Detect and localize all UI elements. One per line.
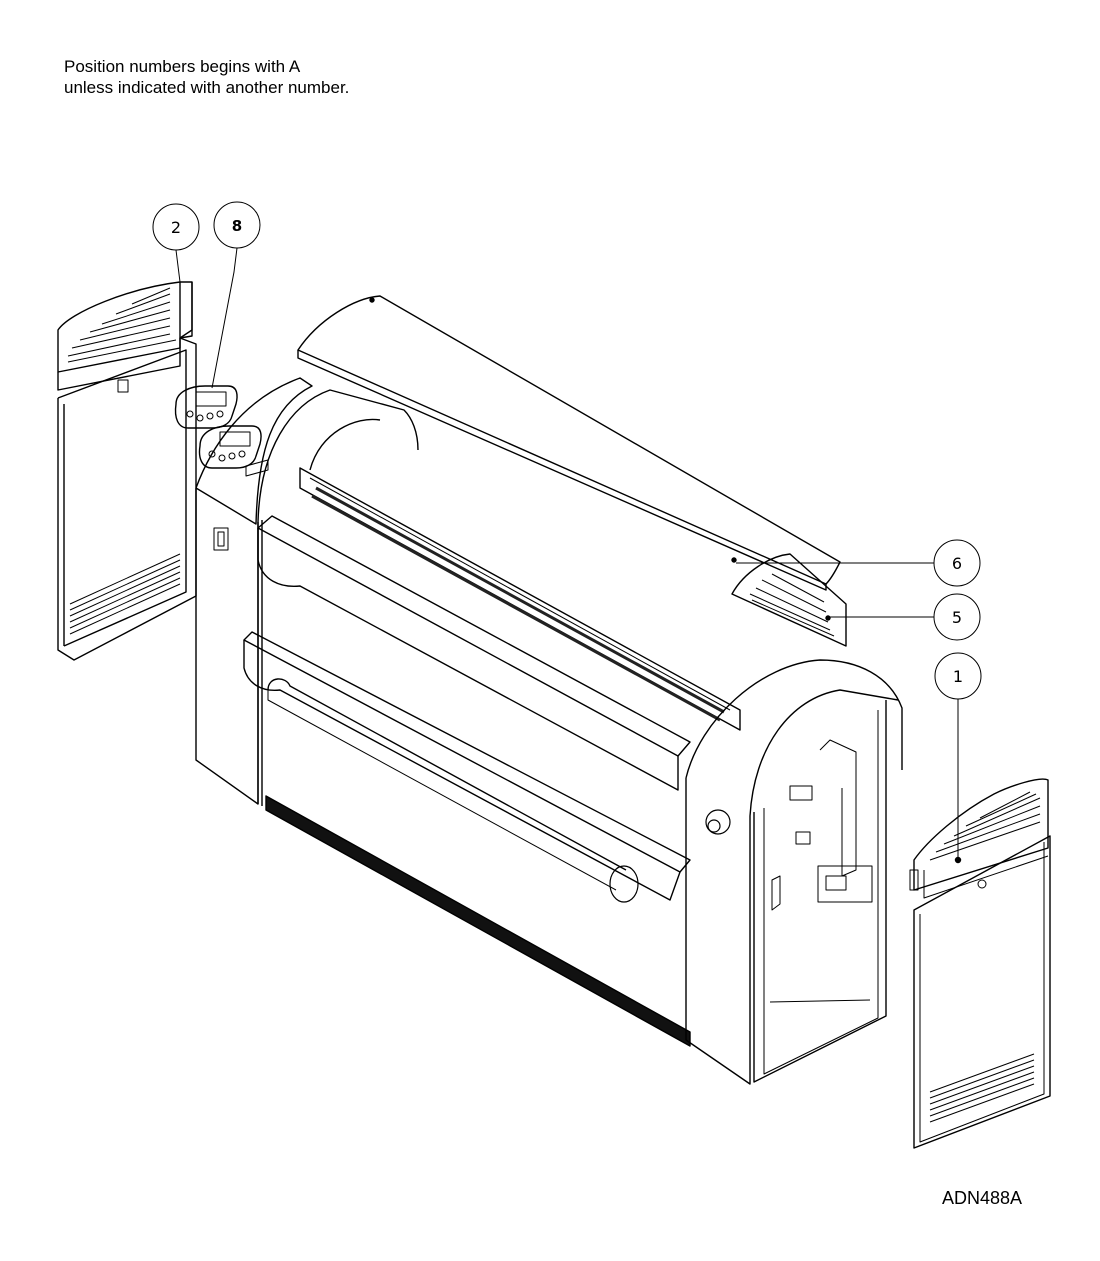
drawing-code: ADN488A xyxy=(942,1188,1023,1208)
note-line-1: Position numbers begins with A xyxy=(64,57,301,76)
callout-5-label: 5 xyxy=(952,608,962,627)
rear-panel xyxy=(731,553,847,647)
note-line-2: unless indicated with another number. xyxy=(64,78,350,97)
position-note: Position numbers begins with A unless in… xyxy=(64,56,349,98)
callout-2: 2 xyxy=(152,203,200,283)
left-arched-cover xyxy=(57,281,193,393)
callout-5: 5 xyxy=(830,593,981,641)
control-panel-upper xyxy=(174,385,238,429)
top-cover xyxy=(297,295,841,591)
callout-6: 6 xyxy=(736,539,981,587)
callout-1-label: 1 xyxy=(953,667,963,686)
control-panel-lower xyxy=(198,425,269,477)
right-arched-cover xyxy=(909,778,1049,899)
left-side-panel xyxy=(57,337,197,661)
ironer-machine xyxy=(195,377,903,1085)
callout-1: 1 xyxy=(934,652,982,860)
callout-8: 8 xyxy=(211,201,261,389)
callout-6-label: 6 xyxy=(952,554,962,573)
right-side-panel xyxy=(913,835,1051,1149)
callout-8-label: 8 xyxy=(232,217,242,235)
callout-2-label: 2 xyxy=(171,218,181,237)
